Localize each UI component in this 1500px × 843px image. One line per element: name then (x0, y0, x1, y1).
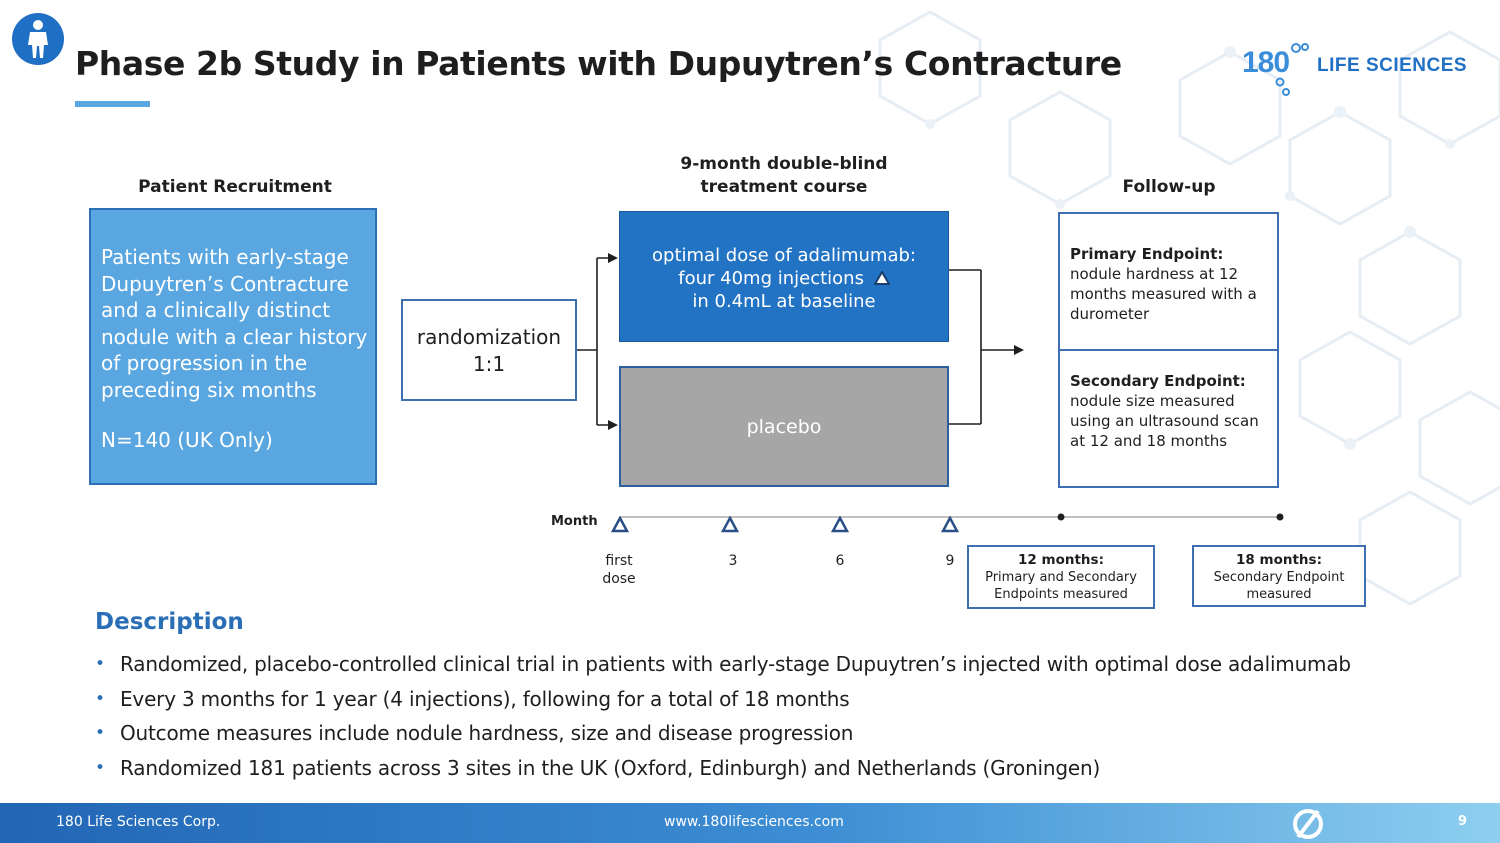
adalimumab-line3: in 0.4mL at baseline (692, 291, 876, 312)
list-item: Every 3 months for 1 year (4 injections)… (95, 682, 1485, 717)
tick-first-line2: dose (602, 571, 636, 587)
injection-marker-icon (831, 516, 849, 533)
description-list: Randomized, placebo-controlled clinical … (95, 647, 1485, 785)
footer-website[interactable]: www.180lifesciences.com (664, 814, 844, 830)
secondary-endpoint-text: nodule size measured using an ultrasound… (1070, 392, 1259, 450)
list-item: Outcome measures include nodule hardness… (95, 716, 1485, 751)
milestone-12-months: 12 months: Primary and Secondary Endpoin… (967, 545, 1155, 609)
treatment-header-line1: 9-month double-blind (680, 154, 888, 174)
endpoint-divider (1060, 349, 1277, 351)
tick-first-line1: first (605, 553, 633, 569)
page-number: 9 (1458, 814, 1468, 829)
brand-mark-icon (1293, 809, 1323, 839)
footer-company: 180 Life Sciences Corp. (56, 814, 221, 830)
brand-name: LIFE SCIENCES (1317, 55, 1468, 76)
placebo-arm-box: placebo (619, 366, 949, 487)
timeline-label: Month (551, 514, 598, 529)
adalimumab-arm-text: optimal dose of adalimumab: four 40mg in… (620, 244, 948, 313)
placebo-label: placebo (746, 416, 822, 438)
randomization-box: randomization 1:1 (401, 299, 577, 401)
randomization-ratio: 1:1 (472, 352, 506, 376)
primary-endpoint: Primary Endpoint: nodule hardness at 12 … (1070, 244, 1275, 324)
followup-header: Follow-up (1122, 177, 1216, 197)
title-underline (75, 101, 150, 107)
secondary-endpoint: Secondary Endpoint: nodule size measured… (1070, 371, 1275, 451)
tick-month-3: 3 (728, 553, 738, 569)
footer-bar (0, 803, 1500, 843)
adalimumab-arm-box: optimal dose of adalimumab: four 40mg in… (619, 211, 949, 342)
secondary-endpoint-title: Secondary Endpoint: (1070, 372, 1246, 390)
milestone-12-text: Primary and Secondary Endpoints measured (985, 570, 1137, 602)
milestone-18-months: 18 months: Secondary Endpoint measured (1192, 545, 1366, 607)
primary-endpoint-text: nodule hardness at 12 months measured wi… (1070, 265, 1257, 323)
injection-marker-icon (941, 516, 959, 533)
page-title: Phase 2b Study in Patients with Dupuytre… (75, 44, 1122, 83)
molecule-icon (1275, 43, 1309, 96)
list-item: Randomized 181 patients across 3 sites i… (95, 751, 1485, 786)
tick-month-6: 6 (835, 553, 845, 569)
adalimumab-line2: four 40mg injections (620, 267, 948, 290)
milestone-18-text: Secondary Endpoint measured (1213, 570, 1345, 602)
recruitment-box: Patients with early-stage Dupuytren’s Co… (89, 208, 377, 485)
milestone-18-title: 18 months: (1236, 552, 1322, 568)
tick-month-9: 9 (945, 553, 955, 569)
tick-first-dose: first dose (589, 552, 649, 588)
injection-marker-icon (611, 516, 629, 533)
injection-marker-icon (721, 516, 739, 533)
milestone-12-title: 12 months: (1018, 552, 1104, 568)
adalimumab-line1: optimal dose of adalimumab: (652, 245, 916, 266)
brand-logo: 180 LIFE SCIENCES (1242, 40, 1472, 100)
recruitment-criteria: Patients with early-stage Dupuytren’s Co… (101, 245, 368, 402)
randomization-label: randomization (416, 325, 562, 349)
brand-number: 180 (1242, 46, 1290, 79)
endpoints-box: Primary Endpoint: nodule hardness at 12 … (1058, 212, 1279, 488)
description-heading: Description (95, 609, 244, 635)
recruitment-header: Patient Recruitment (138, 177, 332, 197)
sample-size: N=140 (UK Only) (101, 428, 273, 452)
treatment-header: 9-month double-blind treatment course (634, 153, 934, 199)
treatment-header-line2: treatment course (700, 177, 868, 197)
primary-endpoint-title: Primary Endpoint: (1070, 245, 1224, 263)
figure-logo-icon (12, 13, 64, 65)
injection-triangle-icon (872, 270, 891, 285)
list-item: Randomized, placebo-controlled clinical … (95, 647, 1485, 682)
